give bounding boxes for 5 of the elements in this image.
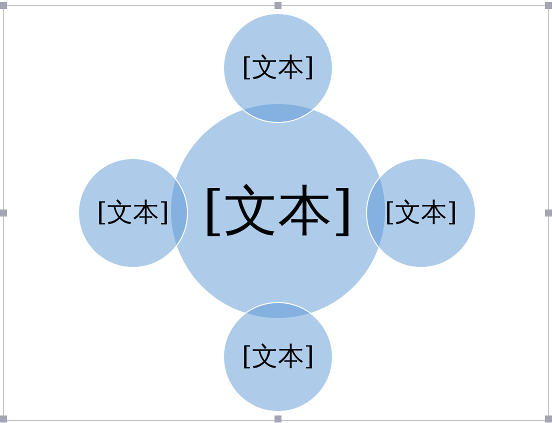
node-label: [文本] [96, 198, 170, 228]
node-label: [文本] [242, 54, 314, 82]
node-label: [文本] [202, 181, 354, 241]
node-label: [文本] [242, 342, 314, 372]
node-label: [文本] [384, 198, 458, 228]
